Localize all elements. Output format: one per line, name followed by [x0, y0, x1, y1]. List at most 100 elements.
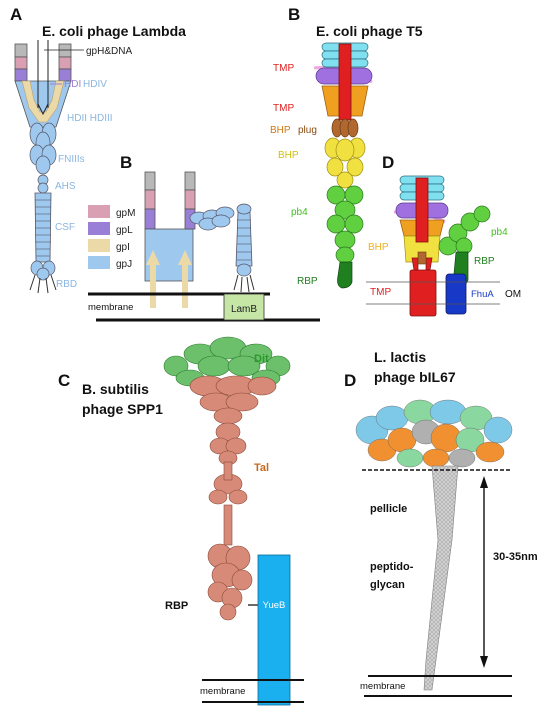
lambda-horizontal-fibre [189, 206, 235, 231]
lambda-ahs [37, 174, 49, 194]
panel-d-bil67-title-line2: phage bIL67 [374, 369, 456, 385]
lambda-fniii-domains [29, 122, 57, 175]
t5-label-bhp-2: BHP [278, 150, 299, 161]
legend-label-gpm: gpM [116, 208, 135, 219]
t5-label-plug: plug [298, 125, 317, 136]
t5d-label-rbp: RBP [474, 256, 495, 267]
spp1-stalk-1 [223, 461, 233, 481]
panel-c-title-line1: B. subtilis [82, 381, 149, 397]
bil67-label-glycan: glycan [370, 579, 405, 591]
panel-c-letter: C [58, 371, 70, 390]
t5-tmp [338, 43, 352, 121]
t5-pb4 [326, 185, 364, 264]
legend-swatch-gpl [88, 222, 110, 235]
panel-b-lambda-letter: B [120, 153, 132, 172]
lambda-gpi [21, 80, 65, 123]
distance-arrow-top [480, 476, 488, 488]
panel-c: C B. subtilis phage SPP1 [58, 336, 304, 706]
lambda-gpl-left [14, 68, 28, 82]
label-gph-dna: gpH&DNA [86, 46, 132, 57]
t5-label-pb4: pb4 [291, 207, 308, 218]
legend-swatch-gpm [88, 205, 110, 218]
t5d-tmp-upper [415, 177, 429, 243]
yueb-label: YueB [263, 600, 286, 611]
spp1-tal [189, 375, 277, 505]
bil67-tail [423, 465, 459, 691]
lambda-rbd-spikes [29, 274, 57, 294]
panel-d-t5-letter: D [382, 153, 394, 172]
legend-label-gpj: gpJ [116, 259, 132, 270]
lamb-receptor [223, 293, 265, 321]
panel-a-title: E. coli phage Lambda [42, 23, 186, 39]
t5-label-tmp-2: TMP [273, 103, 294, 114]
lambda-csf [34, 192, 52, 263]
label-hdiv: HDIV [83, 79, 107, 90]
lambda-cap-left [14, 43, 28, 58]
label-fniiis: FNIIIs [58, 154, 85, 165]
t5-plug [331, 118, 359, 138]
label-hdii-hdiii: HDII HDIII [67, 113, 113, 124]
legend-label-gpl: gpL [116, 225, 133, 236]
panel-b-t5: B E. coli phage T5 [270, 5, 423, 289]
t5d-pb4 [438, 205, 491, 256]
label-rbd: RBD [56, 279, 77, 290]
spp1-rbp [207, 543, 253, 621]
t5d-label-tmp: TMP [370, 287, 391, 298]
label-ahs: AHS [55, 181, 76, 192]
panel-d-bil67: D L. lactis phage bIL67 membran [344, 349, 538, 697]
lambda-model-csf [233, 203, 255, 293]
spp1-label-rbp: RBP [165, 600, 188, 612]
lambda-gpm-right [58, 56, 72, 70]
bil67-label-peptido: peptido- [370, 561, 414, 573]
bil67-membrane-label: membrane [360, 681, 405, 692]
spp1-stalk-2 [223, 504, 233, 546]
gpi-arrow-left-head [146, 250, 160, 265]
t5d-label-bhp: BHP [368, 242, 389, 253]
gpi-arrow-right-head [178, 250, 192, 265]
panel-d-bil67-title-line1: L. lactis [374, 349, 426, 365]
t5d-plug [417, 251, 427, 265]
lambda-gpm-left [14, 56, 28, 70]
panel-b-t5-letter: B [288, 5, 300, 24]
spp1-label-tal: Tal [254, 462, 269, 474]
distance-arrow-bottom [480, 656, 488, 668]
gpi-arrow-right-shaft [182, 262, 188, 308]
bil67-label-pellicle: pellicle [370, 503, 407, 515]
lambda-dna-arrow [37, 103, 49, 116]
t5-bhp [324, 137, 366, 189]
panel-a-letter: A [10, 5, 22, 24]
panel-d-t5: D BHP pb4 RBP TM [366, 153, 521, 317]
lambda-rbd [30, 260, 56, 281]
lambda-membrane-label: membrane [88, 302, 133, 313]
lambda-csf-hatching [35, 199, 51, 257]
t5-label-bhp-1: BHP [270, 125, 291, 136]
spp1-membrane-label: membrane [200, 686, 245, 697]
t5d-label-om: OM [505, 289, 521, 300]
yueb-receptor [257, 554, 291, 706]
label-csf: CSF [55, 222, 75, 233]
spp1-label-dit: Dit [254, 353, 269, 365]
panel-d-bil67-letter: D [344, 371, 356, 390]
label-hdi: HDI [64, 79, 81, 90]
fhua-receptor [445, 273, 467, 315]
legend-swatch-gpi [88, 239, 110, 252]
t5d-tmp-channel [409, 269, 437, 317]
gpi-arrow-left-shaft [150, 262, 156, 308]
panel-b-t5-title: E. coli phage T5 [316, 23, 423, 39]
bil67-baseplate [355, 399, 513, 468]
panel-a: A E. coli phage Lambda gpH&DNA HDI HDIV … [10, 5, 186, 294]
t5-rbp [337, 261, 353, 289]
panel-b-lambda: B gpM gpL gpI gpJ [88, 153, 320, 322]
t5-label-rbp: RBP [297, 276, 318, 287]
panel-c-title-line2: phage SPP1 [82, 401, 163, 417]
lambda-cap-right [58, 43, 72, 58]
lamb-label: LamB [231, 304, 257, 315]
legend-swatch-gpj [88, 256, 110, 269]
legend-label-gpi: gpI [116, 242, 130, 253]
t5d-label-fhua: FhuA [471, 289, 494, 300]
bil67-label-distance: 30-35nm [493, 551, 538, 563]
t5d-tmp-leg-right [425, 257, 433, 271]
t5d-tmp-leg-left [411, 257, 419, 271]
